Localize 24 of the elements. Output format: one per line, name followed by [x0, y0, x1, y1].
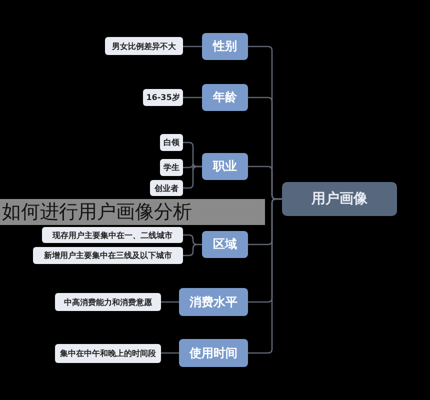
category-box: 职业 [202, 153, 248, 180]
connector-line [161, 352, 179, 354]
connector-line [183, 166, 202, 189]
detail-box: 现存用户主要集中在一、二线城市 [42, 227, 183, 243]
category-box: 区域 [202, 231, 248, 258]
detail-box: 集中在中午和晚上的时间段 [55, 344, 161, 363]
root-box: 用户画像 [282, 182, 397, 216]
connector-line [183, 46, 202, 48]
detail-box: 16-35岁 [143, 89, 183, 106]
category-box: 性别 [202, 33, 248, 60]
connector-line [248, 198, 282, 354]
category-box: 年龄 [202, 84, 248, 111]
connector-line [183, 244, 202, 256]
title-banner: 如何进行用户画像分析 [0, 199, 265, 225]
category-box: 使用时间 [179, 339, 248, 367]
detail-box: 新增用户主要集中在三线及以下城市 [33, 247, 183, 264]
connector-line [161, 301, 179, 303]
category-box: 消费水平 [179, 288, 248, 316]
detail-box: 白领 [160, 134, 183, 151]
detail-box: 男女比例差异不大 [105, 37, 183, 55]
detail-box: 中高消费能力和消费意愿 [55, 293, 161, 311]
detail-box: 创业者 [150, 180, 183, 196]
connector-line [183, 96, 202, 98]
detail-box: 学生 [160, 159, 183, 176]
